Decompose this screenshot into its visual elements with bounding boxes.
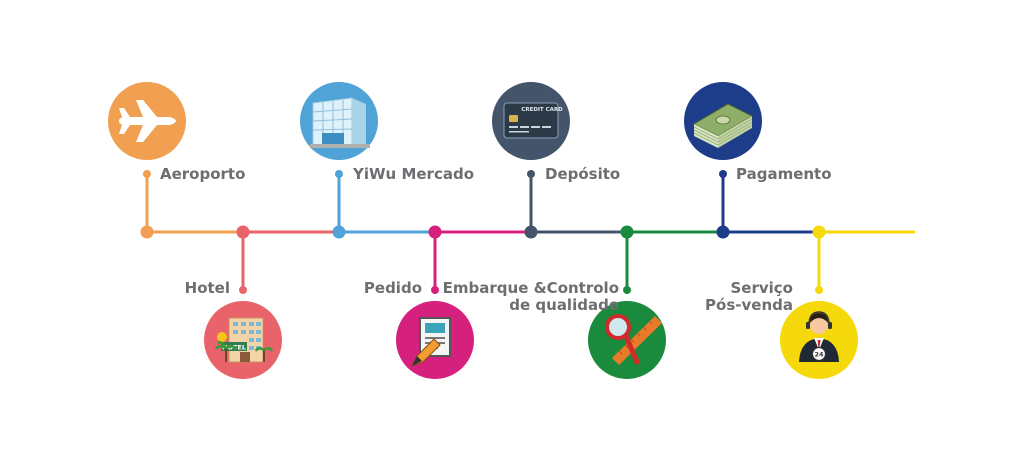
step-pedido bbox=[396, 225, 474, 379]
support-badge-text: 24 bbox=[814, 351, 824, 359]
label-embarque-line-1: Embarque &Controlo bbox=[442, 279, 619, 297]
hotel-icon: HOTEL bbox=[214, 317, 274, 363]
label-servico-line-1: Serviço bbox=[730, 279, 794, 297]
label-yiwu-mercado: YiWu Mercado bbox=[353, 165, 475, 183]
credit-card-text: CREDIT CARD bbox=[521, 107, 563, 113]
label-servico-pos-venda: Serviço Pós-venda bbox=[705, 280, 793, 314]
step-aeroporto bbox=[108, 82, 186, 239]
money-stack-icon bbox=[692, 103, 754, 148]
label-hotel: Hotel bbox=[184, 279, 230, 297]
label-embarque-line-2: de qualidade bbox=[509, 296, 619, 314]
label-aeroporto: Aeroporto bbox=[160, 165, 246, 183]
label-pedido: Pedido bbox=[363, 279, 422, 297]
label-pagamento: Pagamento bbox=[736, 165, 832, 183]
credit-card-icon: CREDIT CARD bbox=[503, 102, 563, 139]
step-hotel: HOTEL bbox=[204, 225, 282, 379]
step-yiwu-mercado bbox=[300, 82, 378, 239]
order-document-icon bbox=[410, 317, 451, 367]
magnifier-ruler-icon bbox=[605, 314, 662, 365]
label-deposito: Depósito bbox=[545, 165, 621, 183]
market-building-icon bbox=[310, 97, 370, 148]
step-deposito: CREDIT CARD bbox=[492, 82, 570, 239]
label-embarque-controlo: Embarque &Controlo de qualidade bbox=[443, 280, 619, 314]
airplane-icon bbox=[119, 100, 176, 142]
step-pagamento bbox=[684, 82, 762, 239]
step-embarque-controlo bbox=[588, 225, 666, 379]
label-servico-line-2: Pós-venda bbox=[705, 296, 793, 314]
support-agent-icon: 24 bbox=[799, 311, 839, 362]
step-servico-pos-venda: 24 bbox=[780, 225, 858, 379]
